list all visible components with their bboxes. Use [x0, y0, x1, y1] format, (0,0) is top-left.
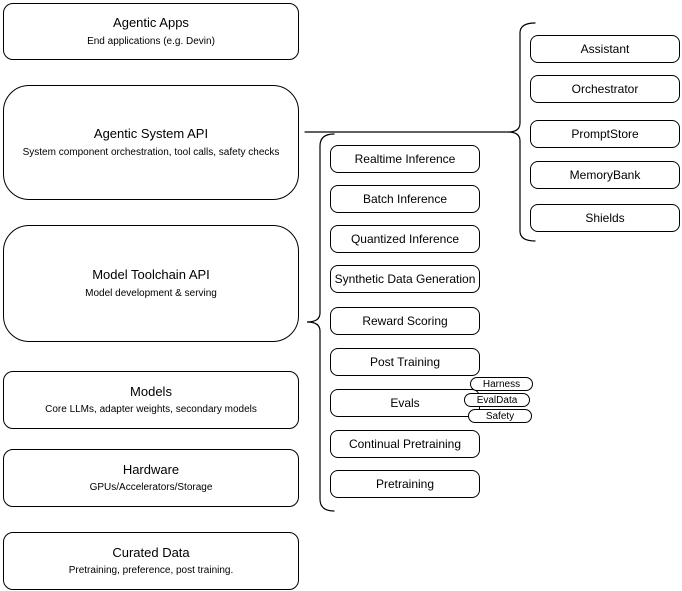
box-subtitle: End applications (e.g. Devin)	[87, 35, 215, 47]
box-subtitle: Core LLMs, adapter weights, secondary mo…	[45, 404, 257, 416]
stack-box-agentic-apps: Agentic Apps End applications (e.g. Devi…	[3, 3, 299, 60]
toolchain-item-quantized-inference: Quantized Inference	[330, 225, 480, 253]
box-title: Hardware	[122, 461, 180, 477]
component-box-assistant: Assistant	[530, 35, 680, 63]
box-title: Agentic System API	[93, 126, 209, 142]
toolchain-brace	[306, 133, 335, 512]
stack-box-agentic-system-api: Agentic System API System component orch…	[3, 85, 299, 200]
toolchain-item-realtime-inference: Realtime Inference	[330, 145, 480, 173]
box-subtitle: Model development & serving	[85, 287, 217, 299]
stack-box-model-toolchain-api: Model Toolchain API Model development & …	[3, 225, 299, 342]
stack-box-hardware: Hardware GPUs/Accelerators/Storage	[3, 449, 299, 507]
toolchain-item-reward-scoring: Reward Scoring	[330, 307, 480, 335]
toolchain-item-post-training: Post Training	[330, 348, 480, 376]
component-box-shields: Shields	[530, 204, 680, 232]
stack-box-models: Models Core LLMs, adapter weights, secon…	[3, 371, 299, 429]
box-subtitle: System component orchestration, tool cal…	[22, 146, 280, 158]
components-brace	[507, 22, 536, 242]
stack-box-curated-data: Curated Data Pretraining, preference, po…	[3, 532, 299, 590]
toolchain-item-batch-inference: Batch Inference	[330, 185, 480, 213]
box-subtitle: GPUs/Accelerators/Storage	[89, 482, 213, 494]
evals-tag-evaldata: EvalData	[464, 393, 530, 407]
box-title: Curated Data	[112, 544, 190, 560]
box-title: Agentic Apps	[113, 15, 189, 31]
component-box-orchestrator: Orchestrator	[530, 75, 680, 103]
box-title: Model Toolchain API	[92, 267, 210, 283]
box-subtitle: Pretraining, preference, post training.	[68, 565, 234, 577]
toolchain-item-synthetic-data-generation: Synthetic Data Generation	[330, 265, 480, 293]
evals-tag-harness: Harness	[470, 377, 533, 391]
component-box-memorybank: MemoryBank	[530, 161, 680, 189]
box-title: Models	[130, 383, 172, 399]
toolchain-item-pretraining: Pretraining	[330, 470, 480, 498]
toolchain-item-continual-pretraining: Continual Pretraining	[330, 430, 480, 458]
toolchain-item-evals: Evals	[330, 389, 480, 417]
evals-tag-safety: Safety	[468, 409, 532, 423]
component-box-promptstore: PromptStore	[530, 120, 680, 148]
